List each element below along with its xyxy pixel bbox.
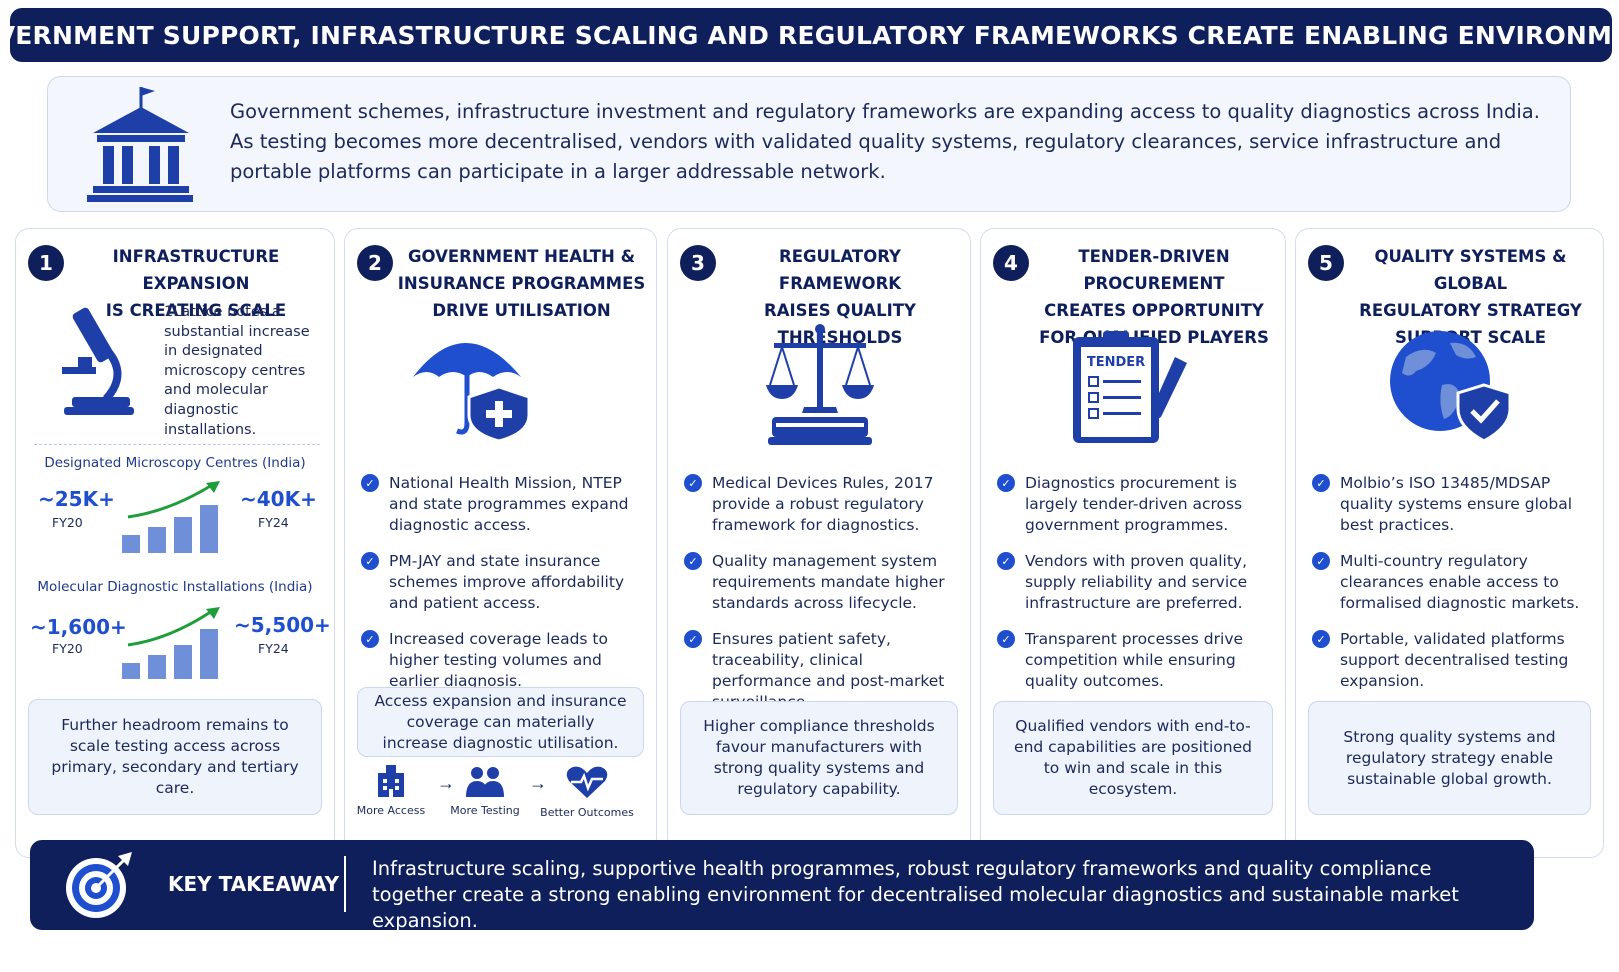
panel-number: 5: [1308, 245, 1344, 281]
bullet-item: ✓PM-JAY and state insurance schemes impr…: [361, 551, 646, 614]
bullet-item: ✓National Health Mission, NTEP and state…: [361, 473, 646, 536]
key-takeaway-banner: KEY TAKEAWAY Infrastructure scaling, sup…: [30, 840, 1534, 932]
panel-government-health: 2 GOVERNMENT HEALTH & INSURANCE PROGRAMM…: [344, 228, 657, 858]
from-value: ~25K+: [38, 487, 115, 511]
from-value: ~1,600+: [30, 615, 127, 639]
bullet-item: ✓Vendors with proven quality, supply rel…: [997, 551, 1275, 614]
takeaway-box: Strong quality systems and regulatory st…: [1308, 701, 1591, 815]
takeaway-box: Access expansion and insurance coverage …: [357, 687, 644, 757]
arrow-icon: →: [529, 773, 547, 793]
svg-text:TENDER: TENDER: [1087, 355, 1145, 370]
flow-item-testing: More Testing: [435, 765, 535, 817]
bullet-item: ✓Transparent processes drive competition…: [997, 629, 1275, 692]
growth-bars-microscopy: [122, 481, 220, 553]
intro-banner: Government schemes, infrastructure inves…: [47, 76, 1571, 212]
check-icon: ✓: [684, 552, 702, 570]
scales-of-justice-icon: [766, 324, 874, 445]
globe-shield-icon: [1390, 331, 1512, 443]
heart-pulse-icon: [566, 766, 608, 798]
umbrella-shield-icon: [413, 343, 531, 443]
check-icon: ✓: [684, 630, 702, 648]
takeaway-box: Qualified vendors with end-to-end capabi…: [993, 701, 1273, 815]
check-icon: ✓: [361, 630, 379, 648]
panel-infrastructure-expansion: 1 INFRASTRUCTURE EXPANSION IS CREATING S…: [15, 228, 335, 858]
bullet-item: ✓Multi-country regulatory clearances ena…: [1312, 551, 1593, 614]
panel-number: 1: [28, 245, 64, 281]
check-icon: ✓: [361, 552, 379, 570]
check-icon: ✓: [1312, 552, 1330, 570]
arrow-icon: →: [437, 773, 455, 793]
bullet-item: ✓Diagnostics procurement is largely tend…: [997, 473, 1275, 536]
check-icon: ✓: [1312, 474, 1330, 492]
key-takeaway-text: Infrastructure scaling, supportive healt…: [372, 857, 1459, 932]
check-icon: ✓: [997, 552, 1015, 570]
panel-title: REGULATORY FRAMEWORK RAISES QUALITY THRE…: [764, 247, 916, 347]
to-value: ~40K+: [240, 487, 317, 511]
bullet-item: ✓Molbio’s ISO 13485/MDSAP quality system…: [1312, 473, 1593, 536]
panel-number: 2: [357, 245, 393, 281]
to-year: FY24: [258, 515, 289, 530]
panel-regulatory-framework: 3 REGULATORY FRAMEWORK RAISES QUALITY TH…: [667, 228, 971, 858]
divider: [34, 444, 320, 445]
target-icon: [66, 852, 132, 918]
chart-title: Molecular Diagnostic Installations (Indi…: [37, 579, 313, 595]
to-year: FY24: [258, 641, 289, 656]
check-icon: ✓: [997, 474, 1015, 492]
bullet-item: ✓Increased coverage leads to higher test…: [361, 629, 646, 692]
chart-title: Designated Microscopy Centres (India): [44, 455, 306, 471]
takeaway-box: Higher compliance thresholds favour manu…: [680, 701, 958, 815]
people-icon: [466, 767, 504, 797]
bullet-list: ✓Diagnostics procurement is largely tend…: [997, 473, 1275, 707]
bullet-item: ✓Medical Devices Rules, 2017 provide a r…: [684, 473, 960, 536]
panel-title: QUALITY SYSTEMS & GLOBAL REGULATORY STRA…: [1359, 247, 1582, 347]
bullet-list: ✓Molbio’s ISO 13485/MDSAP quality system…: [1312, 473, 1593, 707]
flow-item-outcomes: Better Outcomes: [537, 765, 637, 819]
panel-description: 1Lattice notes a substantial increase in…: [164, 304, 310, 438]
panel-tender-procurement: 4 TENDER-DRIVEN PROCUREMENT CREATES OPPO…: [980, 228, 1286, 858]
hospital-icon: [378, 765, 404, 797]
panel-number: 4: [993, 245, 1029, 281]
growth-bars-molecular: [122, 607, 220, 679]
bullet-item: ✓Portable, validated platforms support d…: [1312, 629, 1593, 692]
key-takeaway-label: KEY TAKEAWAY: [168, 872, 340, 896]
panel-quality-systems: 5 QUALITY SYSTEMS & GLOBAL REGULATORY ST…: [1295, 228, 1604, 858]
bullet-item: ✓Ensures patient safety, traceability, c…: [684, 629, 960, 713]
tender-clipboard-icon: TENDER: [1073, 331, 1187, 443]
check-icon: ✓: [684, 474, 702, 492]
divider: [344, 856, 346, 912]
bullet-list: ✓Medical Devices Rules, 2017 provide a r…: [684, 473, 960, 728]
bullet-list: ✓National Health Mission, NTEP and state…: [361, 473, 646, 707]
flow-item-access: More Access: [341, 765, 441, 817]
panel-number: 3: [680, 245, 716, 281]
panel-title: GOVERNMENT HEALTH & INSURANCE PROGRAMMES…: [397, 247, 646, 320]
check-icon: ✓: [997, 630, 1015, 648]
outcome-flow: More Access → More Testing → Better Outc…: [355, 765, 646, 825]
panel-title: INFRASTRUCTURE EXPANSION IS CREATING SCA…: [105, 247, 287, 320]
to-value: ~5,500+: [234, 613, 331, 637]
page-title: GOVERNMENT SUPPORT, INFRASTRUCTURE SCALI…: [0, 8, 1619, 62]
from-year: FY20: [52, 641, 83, 656]
takeaway-box: Further headroom remains to scale testin…: [28, 699, 322, 815]
government-building-icon: [87, 87, 193, 202]
microscope-icon: [62, 307, 134, 415]
from-year: FY20: [52, 515, 83, 530]
intro-text: Government schemes, infrastructure inves…: [230, 100, 1540, 183]
bullet-item: ✓Quality management system requirements …: [684, 551, 960, 614]
check-icon: ✓: [361, 474, 379, 492]
check-icon: ✓: [1312, 630, 1330, 648]
